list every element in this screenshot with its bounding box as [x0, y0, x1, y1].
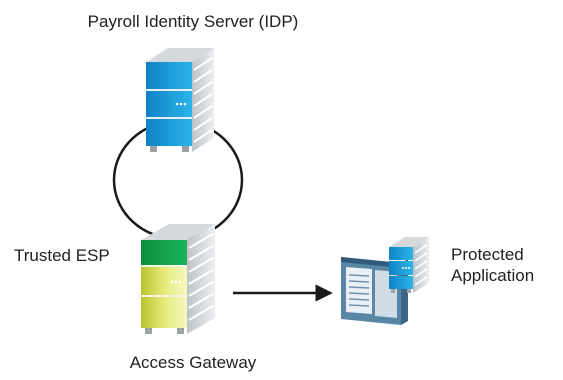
application-window-icon — [341, 257, 408, 325]
access-gateway-label: Access Gateway — [129, 353, 257, 372]
trusted-esp-label: Trusted ESP — [14, 246, 110, 265]
access-gateway-server-icon — [141, 224, 215, 334]
protected-application-label-line2: Application — [451, 266, 535, 285]
trusted-esp-band — [141, 240, 187, 265]
application-server-icon — [389, 237, 429, 293]
idp-title-label: Payroll Identity Server (IDP) — [87, 12, 299, 31]
idp-server-icon — [146, 48, 214, 152]
protected-application-label: Protected Application — [451, 244, 563, 286]
protected-application-label-line1: Protected — [451, 245, 524, 264]
